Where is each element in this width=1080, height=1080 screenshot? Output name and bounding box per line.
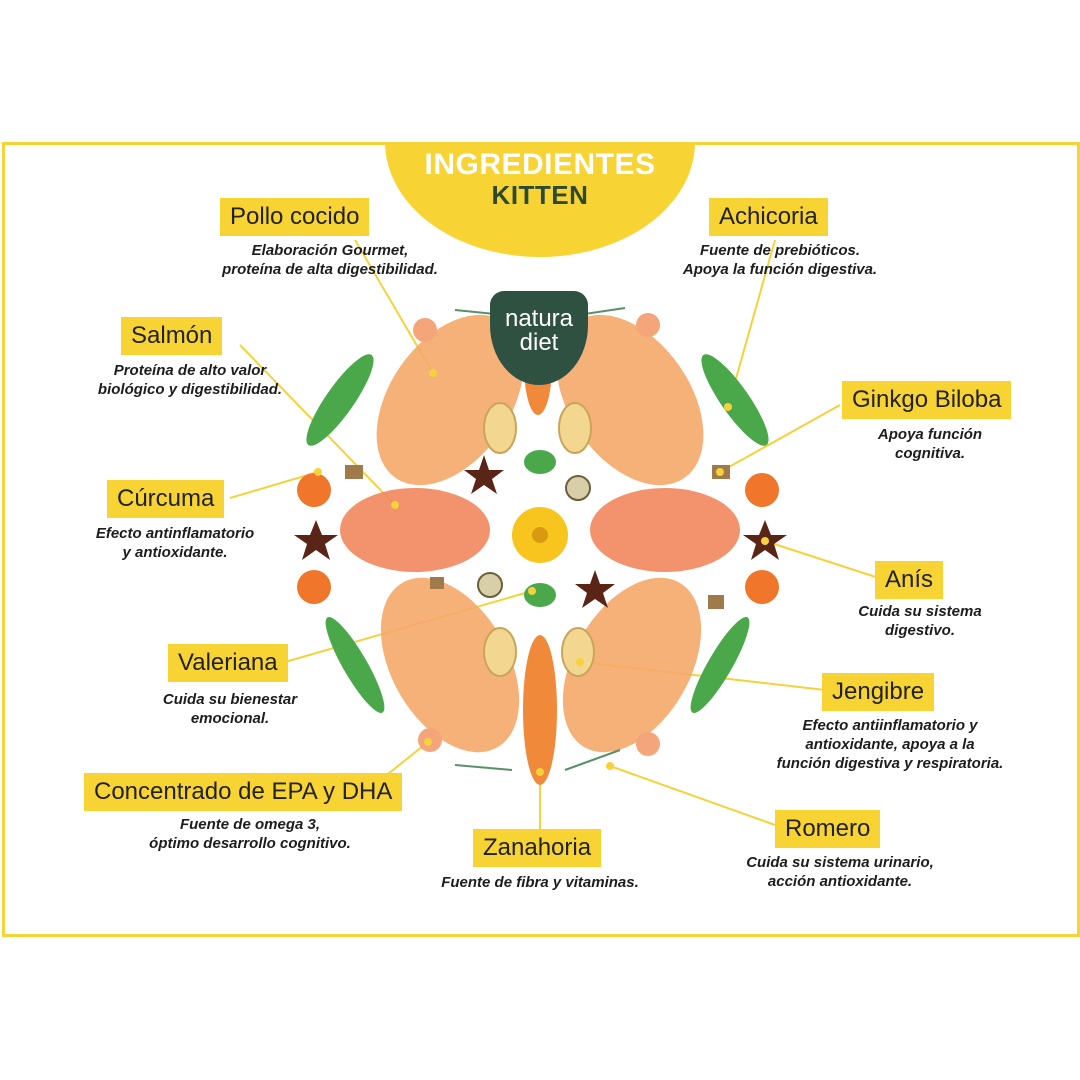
ginger-slice <box>483 627 517 677</box>
ingredient-label-romero: Romero <box>775 810 881 848</box>
leaf <box>325 616 385 714</box>
ginkgo-leaf <box>708 595 724 609</box>
turmeric <box>297 570 331 604</box>
chicken-piece <box>380 577 520 753</box>
turmeric <box>297 473 331 507</box>
ingredient-label-curcuma: Cúrcuma <box>107 480 225 518</box>
connector-ginkgo <box>719 404 841 473</box>
ginkgo-leaf <box>345 465 363 479</box>
ginger-slice <box>561 627 595 677</box>
desc-line: Apoya la función digestiva. <box>682 261 878 278</box>
ingredient-label-achicoria: Achicoria <box>709 198 828 236</box>
desc-line: proteína de alta digestibilidad. <box>222 261 438 278</box>
rosemary-sprig <box>564 749 621 771</box>
valerian-leaf <box>524 583 556 607</box>
star-anise <box>575 570 615 608</box>
chicken-piece <box>562 577 702 753</box>
rosemary-sprig <box>454 764 513 771</box>
ingredient-label-valeriana: Valeriana <box>168 644 288 682</box>
valerian-leaf <box>524 450 556 474</box>
desc-line: Cuida su sistema <box>858 603 982 620</box>
desc-line: Fuente de prebióticos. <box>699 242 861 259</box>
ginger-slice <box>558 402 592 454</box>
logo-line2: diet <box>519 329 559 356</box>
ingredient-desc-curcuma: Efecto antinflamatorio y antioxidante. <box>60 524 290 562</box>
desc-line: función digestiva y respiratoria. <box>776 755 1004 772</box>
turmeric <box>745 570 779 604</box>
salmon-fillet <box>340 488 490 572</box>
salmon-fillet <box>590 488 740 572</box>
connector-anis <box>764 540 886 581</box>
connector-romero <box>609 765 776 826</box>
ginkgo-leaf <box>430 577 444 589</box>
ingredient-desc-zanahoria: Fuente de fibra y vitaminas. <box>410 873 670 892</box>
omega-drop <box>636 732 660 756</box>
ingredient-desc-jengibre: Efecto antiinflamatorio y antioxidante, … <box>740 716 1040 773</box>
ingredient-label-ginkgo: Ginkgo Biloba <box>842 381 1012 419</box>
desc-line: digestivo. <box>884 622 955 639</box>
desc-line: Efecto antinflamatorio <box>95 525 255 542</box>
desc-line: antioxidante, apoya a la <box>805 736 975 753</box>
ingredient-label-jengibre: Jengibre <box>822 673 935 711</box>
ingredient-desc-achicoria: Fuente de prebióticos. Apoya la función … <box>650 241 910 279</box>
connector-epa-dha <box>382 741 429 779</box>
ingredient-label-pollo: Pollo cocido <box>220 198 370 236</box>
desc-line: Elaboración Gourmet, <box>251 242 409 259</box>
desc-line: Apoya función <box>877 426 983 443</box>
ingredient-label-anis: Anís <box>875 561 944 599</box>
desc-line: biológico y digestibilidad. <box>97 381 283 398</box>
turmeric <box>745 473 779 507</box>
ingredient-desc-pollo: Elaboración Gourmet, proteína de alta di… <box>160 241 500 279</box>
desc-line: Fuente de omega 3, <box>179 816 321 833</box>
page-subtitle: KITTEN <box>491 180 589 210</box>
desc-line: óptimo desarrollo cognitivo. <box>149 835 351 852</box>
ingredient-desc-valeriana: Cuida su bienestar emocional. <box>130 690 330 728</box>
omega-drop <box>636 313 660 337</box>
ginger-slice <box>483 402 517 454</box>
leaf <box>690 616 750 714</box>
desc-line: Cuida su sistema urinario, <box>746 854 934 871</box>
page-title: INGREDIENTES <box>424 148 656 181</box>
ingredient-desc-anis: Cuida su sistema digestivo. <box>820 602 1020 640</box>
desc-line: acción antioxidante. <box>767 873 913 890</box>
leaf <box>306 354 374 446</box>
star-anise <box>464 455 504 494</box>
desc-line: Proteína de alto valor <box>113 362 267 379</box>
desc-line: cognitiva. <box>894 445 965 462</box>
desc-line: Efecto antiinflamatorio y <box>802 717 978 734</box>
desc-line: Fuente de fibra y vitaminas. <box>441 874 639 891</box>
connector-curcuma <box>229 471 319 499</box>
ingredient-desc-romero: Cuida su sistema urinario, acción antiox… <box>710 853 970 891</box>
ingredient-desc-epa-dha: Fuente de omega 3, óptimo desarrollo cog… <box>100 815 400 853</box>
leaf <box>701 354 769 446</box>
ingredient-label-salmon: Salmón <box>121 317 223 355</box>
omega-drop <box>413 318 437 342</box>
ingredient-desc-salmon: Proteína de alto valor biológico y diges… <box>70 361 310 399</box>
brand-logo: natura diet <box>490 291 588 385</box>
ingredient-label-zanahoria: Zanahoria <box>473 829 602 867</box>
valerian-root <box>477 572 503 598</box>
ingredient-desc-ginkgo: Apoya función cognitiva. <box>830 425 1030 463</box>
desc-line: emocional. <box>190 710 270 727</box>
desc-line: Cuida su bienestar <box>162 691 298 708</box>
desc-line: y antioxidante. <box>122 544 228 561</box>
ingredient-label-epa-dha: Concentrado de EPA y DHA <box>84 773 403 811</box>
star-anise <box>294 520 338 560</box>
carrot <box>523 635 557 785</box>
logo-line1: natura <box>504 305 574 332</box>
valerian-root <box>565 475 591 501</box>
chicken-piece <box>556 314 704 486</box>
